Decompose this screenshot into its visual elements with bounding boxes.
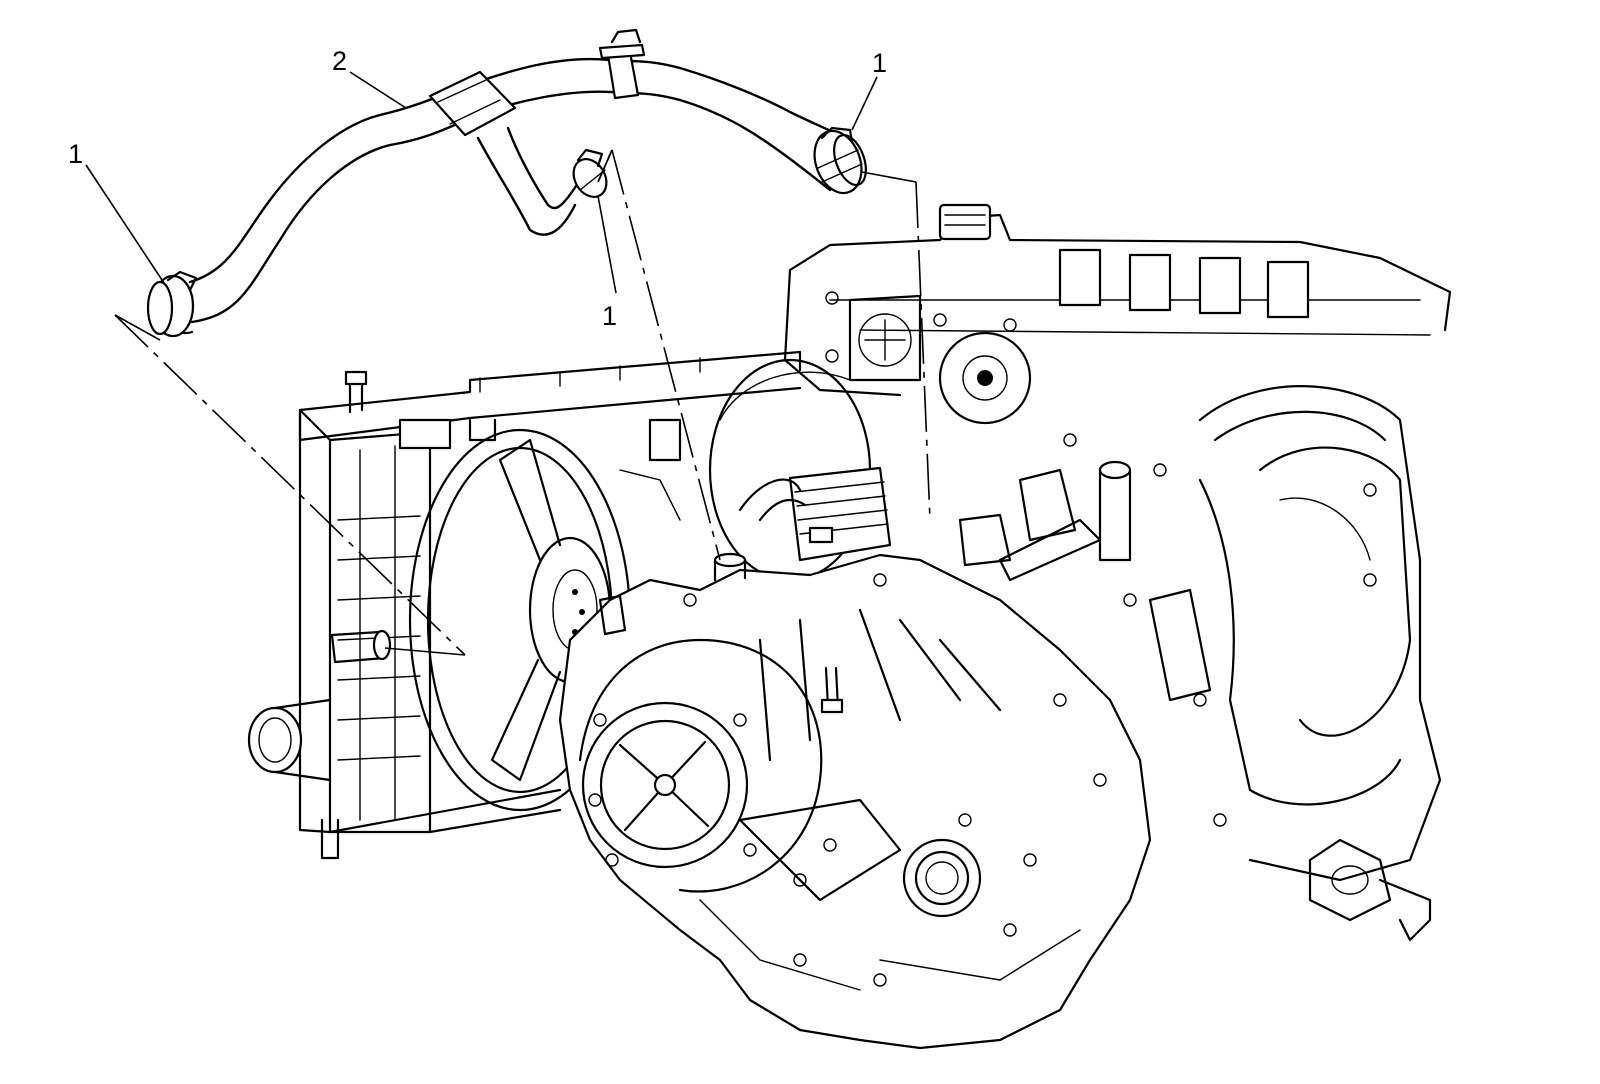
transaxle-housing (558, 552, 1152, 1050)
callout-numbers: 1 2 1 1 (68, 46, 887, 331)
callout-hose: 2 (332, 46, 347, 76)
callout-clamp-left: 1 (68, 139, 83, 169)
engine-block (738, 203, 1452, 942)
leader-lines (85, 71, 931, 656)
hose-clamp-right (813, 126, 867, 195)
radiator-inlet-hose (158, 28, 847, 335)
callout-clamp-right: 1 (872, 48, 887, 78)
callout-clamp-middle: 1 (602, 301, 617, 331)
hose-clamps (146, 126, 867, 338)
hose-clamp-left (146, 270, 198, 338)
hose-clamp-middle (572, 148, 608, 198)
